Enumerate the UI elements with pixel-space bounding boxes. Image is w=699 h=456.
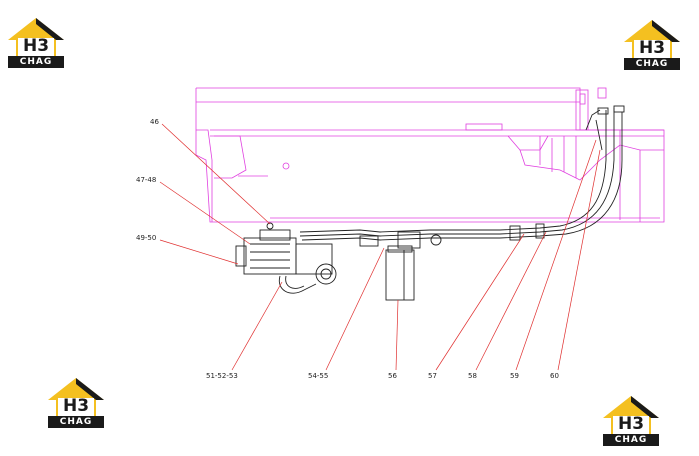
callout-56: 56	[388, 372, 397, 380]
callout-46: 46	[150, 118, 159, 126]
callout-57: 57	[428, 372, 437, 380]
logo-mark: H3	[62, 396, 90, 416]
logo-text: CHAG	[624, 58, 680, 70]
pump-assembly	[235, 222, 442, 294]
logo-house-icon	[8, 18, 64, 56]
logo-house-icon	[603, 396, 659, 434]
callout-51-52-53: 51-52-53	[206, 372, 238, 380]
logo-bottom-left: H3 CHAG	[48, 376, 104, 428]
callout-leaders	[159, 123, 601, 371]
callout-59: 59	[510, 372, 519, 380]
logo-mark: H3	[638, 38, 666, 58]
chassis-frame	[195, 87, 665, 223]
logo-text: CHAG	[603, 434, 659, 446]
logo-house-icon	[624, 20, 680, 58]
callout-labels: 46 47-48 49-50 51-52-53 54-55 56 57 58 5…	[136, 118, 559, 380]
logo-mark: H3	[617, 414, 645, 434]
callout-49-50: 49-50	[136, 234, 156, 242]
logo-bottom-right: H3 CHAG	[603, 394, 659, 446]
callout-47-48: 47-48	[136, 176, 156, 184]
callout-58: 58	[468, 372, 477, 380]
callout-60: 60	[550, 372, 559, 380]
logo-mark: H3	[22, 36, 50, 56]
hydraulic-lines	[299, 105, 625, 241]
logo-text: CHAG	[8, 56, 64, 68]
logo-text: CHAG	[48, 416, 104, 428]
logo-top-right: H3 CHAG	[624, 18, 680, 70]
callout-54-55: 54-55	[308, 372, 328, 380]
filter-canister	[385, 245, 415, 301]
logo-top-left: H3 CHAG	[8, 16, 64, 68]
logo-house-icon	[48, 378, 104, 416]
